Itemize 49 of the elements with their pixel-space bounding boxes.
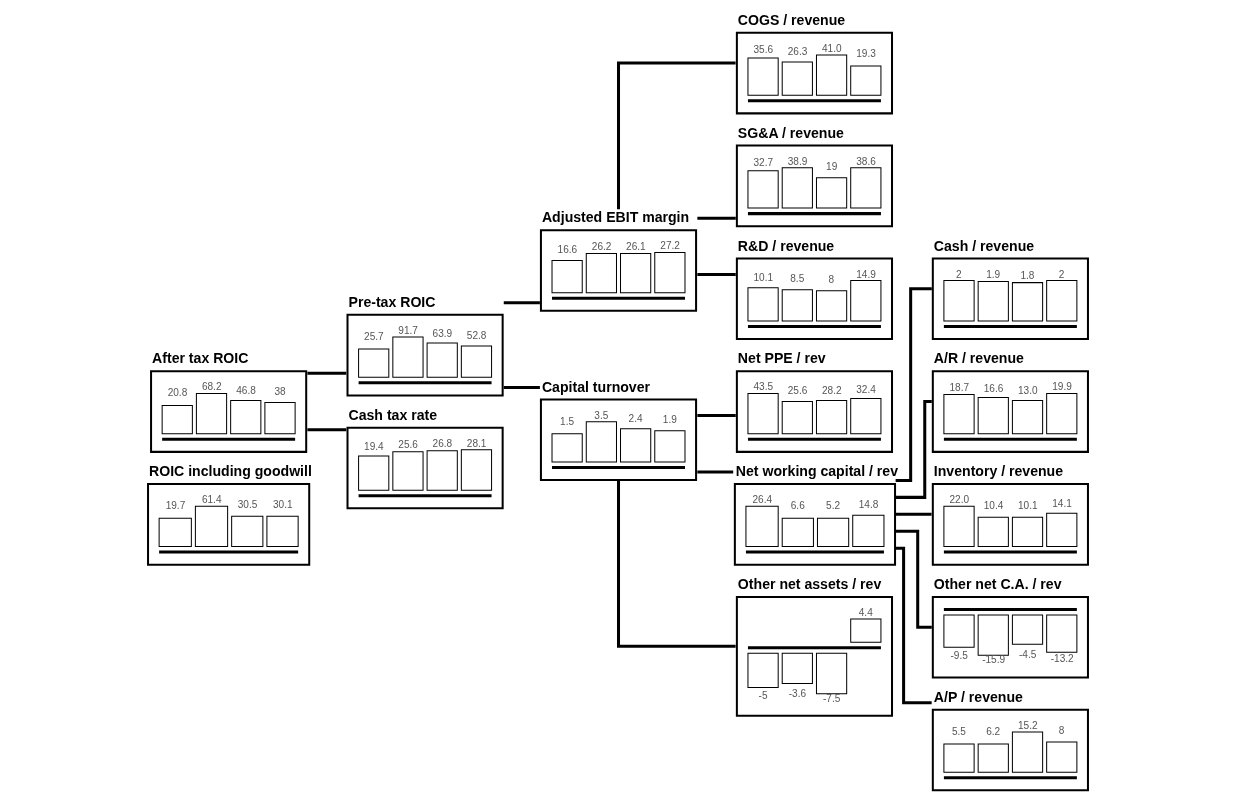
connector <box>503 385 540 389</box>
node-box: 26.4 6.6 5.2 14.8 <box>733 483 896 566</box>
node-label: R&D / revenue <box>737 237 834 254</box>
node-box: 1.5 3.5 2.4 1.9 <box>539 398 697 482</box>
node-label: Other net assets / rev <box>737 576 881 593</box>
node-label: A/R / revenue <box>933 350 1024 367</box>
node-box: 20.8 68.2 46.8 38 <box>149 370 307 453</box>
node-box: 32.7 38.9 19 38.6 <box>735 144 893 228</box>
connector <box>696 414 736 418</box>
node-box: 5.5 6.2 15.2 8 <box>931 708 1089 792</box>
node-box: 25.7 91.7 63.9 52.8 <box>346 313 504 397</box>
node-label: Pre-tax ROIC <box>348 294 435 310</box>
node-label: SG&A / revenue <box>737 124 844 141</box>
connector <box>895 400 932 499</box>
connector <box>696 216 736 220</box>
node-box: 10.1 8.5 8 14.9 <box>735 257 893 341</box>
node-label: After tax ROIC <box>151 350 248 367</box>
node-box: 19.7 61.4 30.5 30.1 <box>146 483 310 566</box>
connector <box>616 480 736 648</box>
node-label: Net working capital / rev <box>735 463 898 480</box>
connector <box>696 273 736 277</box>
node-box: -9.5 -15.9 -4.5 -13.2 <box>931 595 1089 679</box>
connector <box>895 546 932 705</box>
node-label: Other net C.A. / rev <box>933 576 1061 593</box>
node-box: 35.6 26.3 41.0 19.3 <box>735 31 893 115</box>
node-label: ROIC including goodwill <box>148 463 312 480</box>
node-box: 2 1.9 1.8 2 <box>931 257 1089 341</box>
connector <box>306 371 346 375</box>
node-box: 19.4 25.6 26.8 28.1 <box>346 426 504 510</box>
connector <box>895 529 932 629</box>
node-label: Cash / revenue <box>933 237 1034 254</box>
connector <box>503 301 540 305</box>
node-label: Capital turnover <box>541 378 650 395</box>
connector <box>616 61 736 210</box>
node-box: 16.6 26.2 26.1 27.2 <box>539 229 697 312</box>
node-box: 43.5 25.6 28.2 32.4 <box>735 370 893 453</box>
node-label: Cash tax rate <box>348 406 437 423</box>
node-box: 4.4 -5 -3.6 -7.5 <box>735 595 893 717</box>
connector <box>895 287 932 482</box>
connector <box>306 428 346 432</box>
node-label: Inventory / revenue <box>933 463 1063 480</box>
node-box: 22.0 10.4 10.1 14.1 <box>931 483 1089 566</box>
node-label: Net PPE / rev <box>737 350 826 367</box>
node-label: COGS / revenue <box>737 11 845 28</box>
node-box: 18.7 16.6 13.0 19.9 <box>931 370 1089 453</box>
connector <box>696 470 733 474</box>
connector <box>895 512 932 516</box>
node-label: A/P / revenue <box>933 688 1023 705</box>
node-label: Adjusted EBIT margin <box>541 209 689 226</box>
